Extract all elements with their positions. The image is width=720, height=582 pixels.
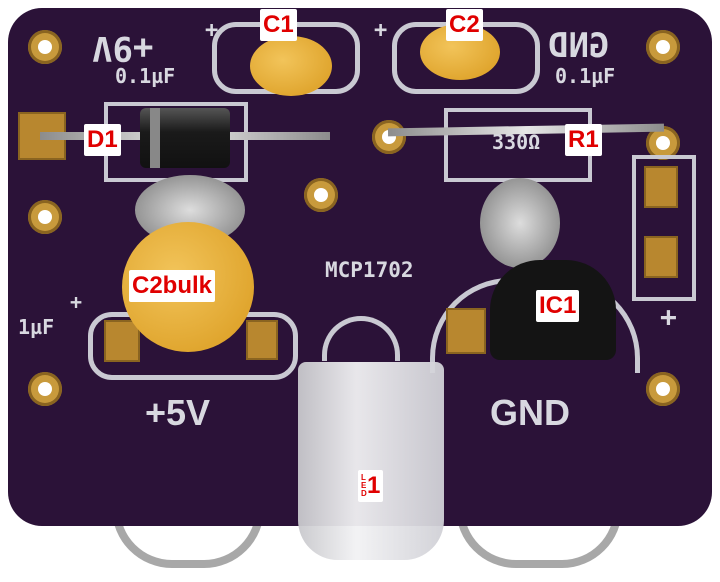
ic1-lead-blob <box>480 178 560 268</box>
header-pad <box>644 166 678 208</box>
c2bulk-pad <box>246 320 278 360</box>
silk-plus-bulk: + <box>70 290 83 314</box>
silk-plus5v: +5V <box>145 392 211 433</box>
silk-bulk-value: 1µF <box>18 315 55 339</box>
through-hole <box>28 30 62 64</box>
silk-ic-part: MCP1702 <box>325 258 414 282</box>
capacitor-c1 <box>250 36 332 96</box>
through-hole <box>304 178 338 212</box>
silk-gnd-bottom: GND <box>490 392 570 433</box>
led-1 <box>298 362 444 560</box>
diode-band <box>150 108 160 168</box>
label-c2bulk: C2bulk <box>129 270 216 302</box>
label-r1: R1 <box>565 124 602 156</box>
label-led-num: 1 <box>367 472 381 499</box>
silk-gnd-top: GND <box>548 26 610 66</box>
through-hole <box>646 30 680 64</box>
label-led-prefix: LED <box>361 473 367 498</box>
label-ic1: IC1 <box>536 290 580 322</box>
silk-plus-c2: + <box>374 18 388 43</box>
label-c1: C1 <box>260 9 297 41</box>
header-pad <box>644 236 678 278</box>
silk-plus9v: +9V <box>92 28 154 68</box>
through-hole <box>646 372 680 406</box>
through-hole <box>372 120 406 154</box>
c2bulk-pad <box>104 320 140 362</box>
silk-c2-value: 0.1µF <box>555 64 616 88</box>
ic1-pad <box>446 308 486 354</box>
through-hole <box>28 372 62 406</box>
label-led1: LED 1 <box>358 470 384 502</box>
silk-c1-value: 0.1µF <box>115 64 176 88</box>
label-d1: D1 <box>84 124 121 156</box>
silk-plus-header: + <box>660 300 677 333</box>
header-outline <box>632 155 696 301</box>
through-hole <box>28 200 62 234</box>
label-c2: C2 <box>446 9 483 41</box>
